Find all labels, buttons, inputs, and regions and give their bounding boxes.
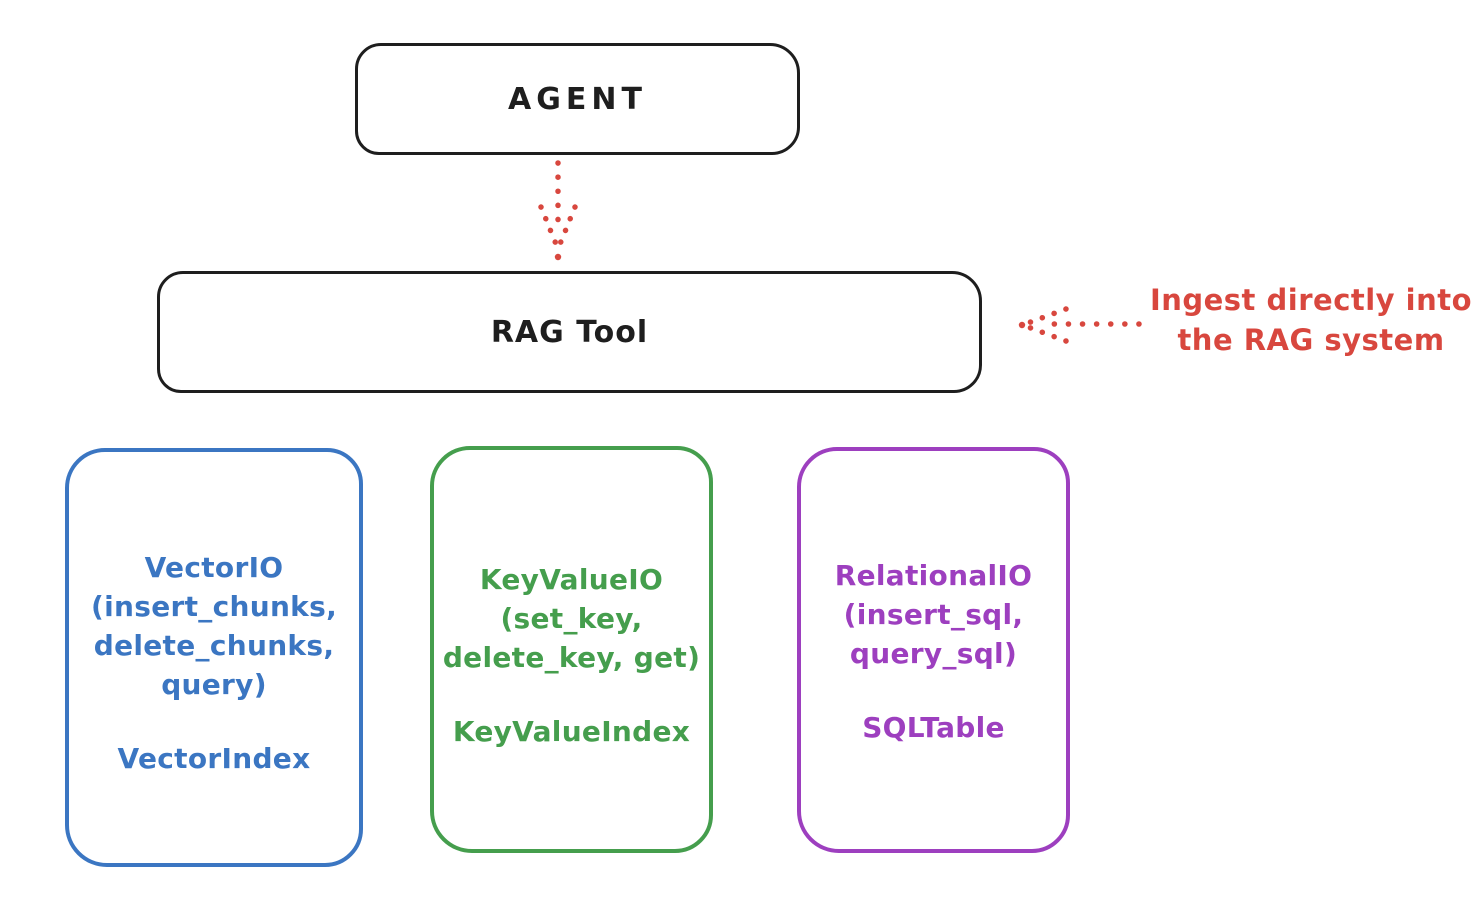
keyvalue-io-node: KeyValueIO (set_key, delete_key, get) Ke…	[430, 446, 713, 853]
agent-label: AGENT	[508, 81, 647, 117]
ingest-annotation-line2: the RAG system	[1177, 323, 1445, 357]
backend-line: KeyValueIO	[479, 563, 664, 596]
backend-line: query)	[161, 668, 267, 701]
backend-line: delete_chunks,	[93, 629, 335, 662]
backend-line: (insert_chunks,	[91, 590, 337, 623]
backend-line: query_sql)	[849, 637, 1018, 670]
keyvalue-index-label: KeyValueIndex	[452, 715, 691, 748]
backend-line: VectorIO	[144, 551, 284, 584]
dotted-arrow-down-icon	[538, 160, 578, 261]
keyvalue-io-text: KeyValueIO (set_key, delete_key, get)	[434, 560, 709, 677]
vector-io-text: VectorIO (insert_chunks, delete_chunks, …	[69, 548, 359, 704]
backend-line: (set_key,	[500, 602, 643, 635]
backend-line: delete_key, get)	[442, 641, 701, 674]
rag-tool-label: RAG Tool	[490, 314, 649, 350]
relational-io-text: RelationalIO (insert_sql, query_sql)	[801, 556, 1066, 673]
backend-line: RelationalIO	[834, 559, 1033, 592]
vector-index-label: VectorIndex	[117, 742, 311, 775]
ingest-annotation: Ingest directly into the RAG system	[1138, 280, 1484, 360]
vector-io-node: VectorIO (insert_chunks, delete_chunks, …	[65, 448, 363, 867]
rag-tool-node: RAG Tool	[157, 271, 982, 393]
agent-node: AGENT	[355, 43, 800, 155]
relational-io-node: RelationalIO (insert_sql, query_sql) SQL…	[797, 447, 1070, 853]
dotted-arrow-left-icon	[1018, 306, 1142, 344]
sql-table-label: SQLTable	[862, 711, 1005, 744]
ingest-annotation-line1: Ingest directly into	[1149, 283, 1473, 317]
backend-line: (insert_sql,	[843, 598, 1024, 631]
